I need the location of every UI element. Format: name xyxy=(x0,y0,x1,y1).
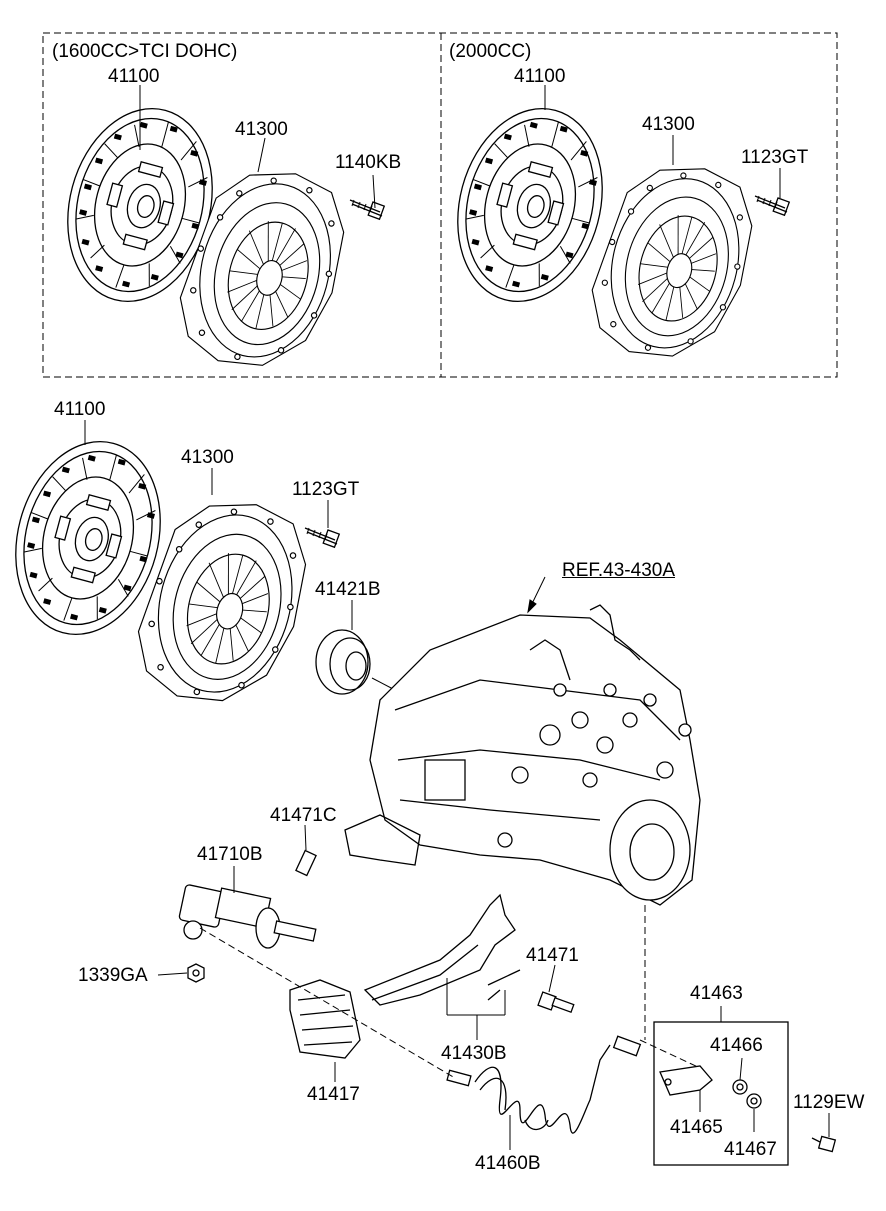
bracket-icon xyxy=(659,1065,713,1112)
part-label-release-cylinder: 41710B xyxy=(197,844,263,865)
part-label-bolt: 1123GT xyxy=(741,147,809,168)
part-label-disc: 41100 xyxy=(54,399,106,420)
part-label-grommet: 41466 xyxy=(710,1035,763,1056)
part-label-nut: 1339GA xyxy=(78,965,148,986)
part-label-washer: 41467 xyxy=(724,1139,777,1160)
part-label-disc: 41100 xyxy=(108,66,160,87)
variant-title-right: (2000CC) xyxy=(449,41,532,62)
release-bearing-icon xyxy=(315,600,396,695)
bolt-icon xyxy=(537,964,575,1014)
hose-icon xyxy=(446,1035,642,1150)
part-label-bolt: 1140KB xyxy=(335,152,402,173)
bolt-icon xyxy=(811,1113,837,1153)
part-label-cover: 41300 xyxy=(235,119,288,140)
part-label-cover: 41300 xyxy=(181,447,234,468)
part-label-boot: 41417 xyxy=(307,1084,360,1105)
nut-icon xyxy=(157,963,205,983)
pressure-plate-icon xyxy=(578,148,768,376)
part-label-release-bearing: 41421B xyxy=(315,579,381,600)
part-label-bracket-group: 41463 xyxy=(690,983,743,1004)
bolt-icon xyxy=(349,199,385,220)
bolt-icon xyxy=(754,195,790,216)
part-label-bracket: 41465 xyxy=(670,1117,723,1138)
part-label-hose: 41460B xyxy=(475,1153,541,1174)
boot-icon xyxy=(289,979,361,1082)
part-label-transaxle-ref: REF.43-430A xyxy=(562,560,676,581)
release-fork-icon xyxy=(363,893,521,1040)
part-label-bolt: 1123GT xyxy=(292,479,360,500)
bolt-icon xyxy=(304,527,340,548)
part-label-bracket-bolt: 1129EW xyxy=(793,1092,865,1113)
variant-frame xyxy=(42,32,838,378)
transaxle-housing-icon xyxy=(344,576,701,906)
part-label-fork-bolt: 41471 xyxy=(526,945,579,966)
variant-title-left: (1600CC>TCI DOHC) xyxy=(52,41,238,62)
release-cylinder-icon xyxy=(178,866,317,949)
washer-icon xyxy=(746,1093,762,1132)
part-label-bleeder: 41471C xyxy=(270,805,337,826)
bracket-group-frame xyxy=(653,1006,789,1166)
grommet-icon xyxy=(732,1057,748,1095)
part-label-disc: 41100 xyxy=(514,66,566,87)
bleeder-icon xyxy=(295,824,317,877)
part-label-fork: 41430B xyxy=(441,1043,507,1064)
part-label-cover: 41300 xyxy=(642,114,695,135)
